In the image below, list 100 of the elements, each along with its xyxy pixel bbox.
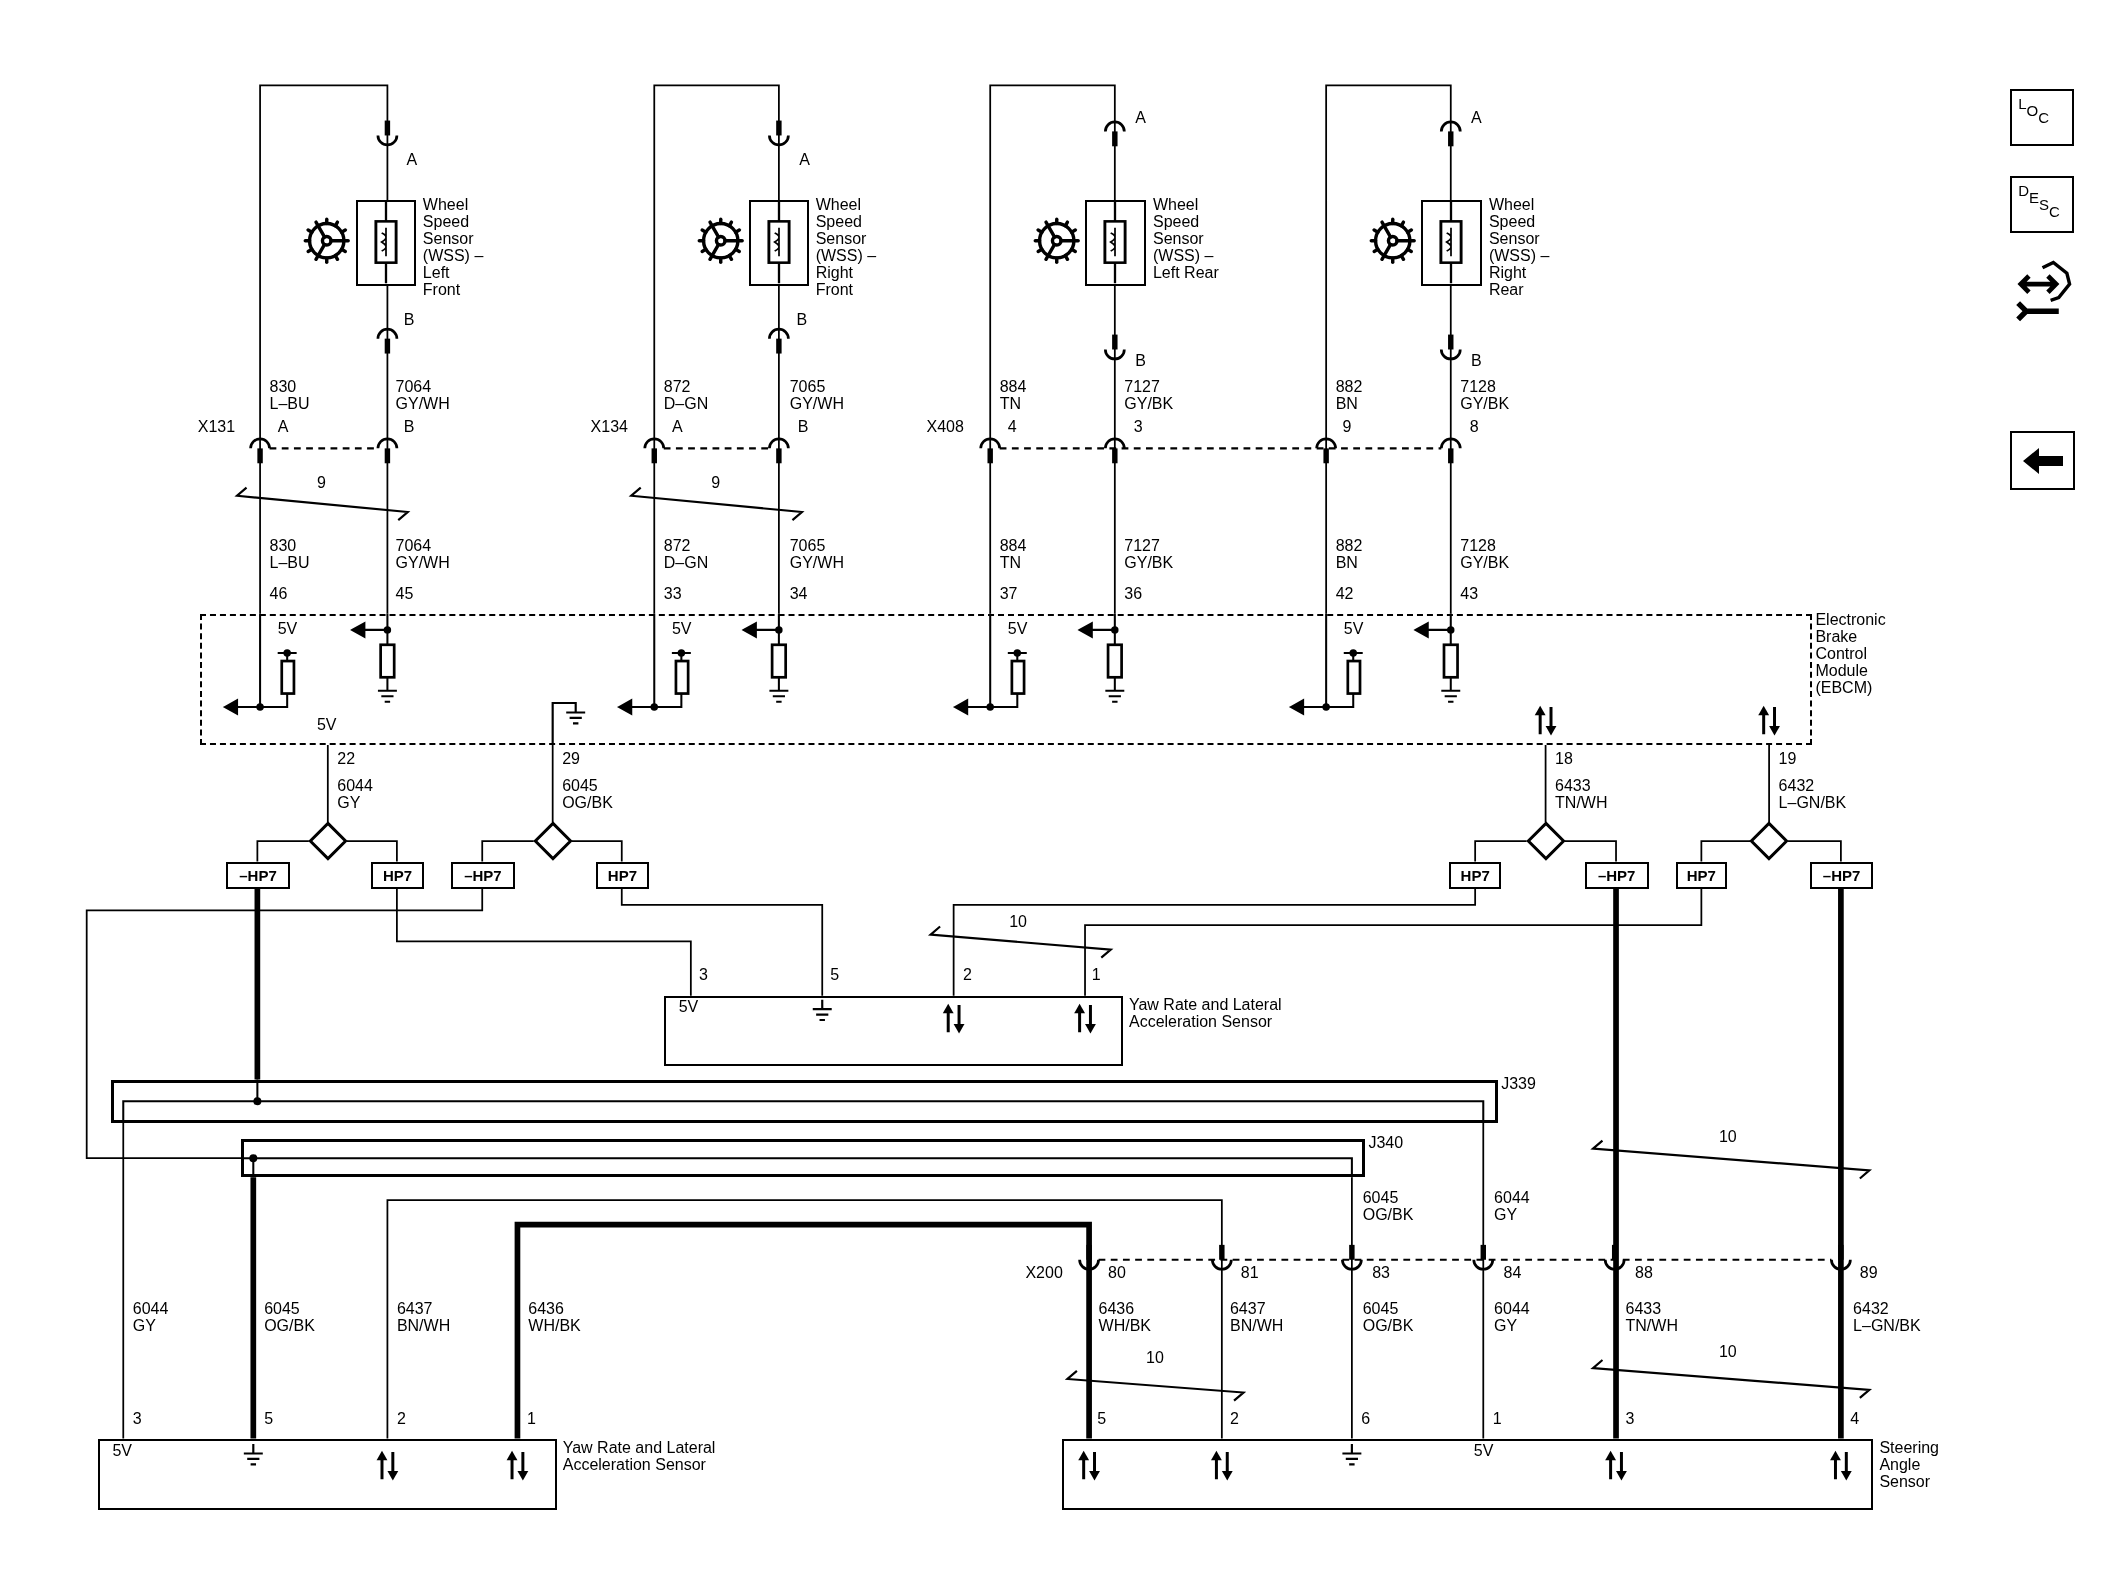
wire-label: 6044 GY — [337, 777, 373, 812]
splice-tag: HP7 — [371, 861, 424, 889]
wire-label: 6432 L–GN/BK — [1853, 1300, 1921, 1335]
wire-label: 884 TN — [999, 537, 1027, 572]
pin-label: 5V — [671, 620, 692, 638]
wire — [620, 887, 824, 997]
pin-label: 1 — [526, 1409, 536, 1427]
pin-label: 80 — [1108, 1263, 1126, 1281]
splice-tag: HP7 — [1449, 861, 1501, 889]
wire-label: 884 TN — [999, 377, 1027, 412]
pin-label: 9 — [1342, 418, 1352, 436]
splice-tag: –HP7 — [1584, 861, 1649, 889]
pin-label: 83 — [1372, 1263, 1390, 1281]
wire-label: 882 BN — [1335, 377, 1363, 412]
pin-label: 4 — [1850, 1409, 1860, 1427]
sensor-label: Wheel Speed Sensor (WSS) – Left Front — [422, 196, 485, 299]
splice-tag: –HP7 — [451, 861, 515, 889]
wire-label: 7064 GY/WH — [395, 537, 450, 572]
pin-label: 81 — [1240, 1263, 1259, 1281]
wire-label: 6045 OG/BK — [1362, 1189, 1414, 1224]
splice-tag: HP7 — [596, 861, 649, 889]
wire — [1700, 840, 1751, 863]
wire-label: 6437 BN/WH — [1229, 1300, 1284, 1335]
pin-label: 22 — [337, 750, 356, 768]
wire — [345, 840, 398, 863]
wire-label: 7065 GY/WH — [789, 377, 844, 412]
pin-label: B — [1135, 351, 1146, 369]
wire — [326, 744, 329, 824]
wire — [396, 887, 692, 997]
pin-label: 88 — [1635, 1263, 1653, 1281]
wire — [653, 84, 780, 615]
pin-label: 10 — [1009, 912, 1027, 930]
pin-label: 9 — [711, 473, 721, 491]
wire — [122, 1122, 125, 1440]
wire — [386, 284, 389, 615]
sensor-label: Steering Angle Sensor — [1879, 1438, 1939, 1490]
pin-label: 2 — [396, 1409, 406, 1427]
pin-label: X131 — [197, 418, 236, 436]
pin-label: 42 — [1335, 584, 1354, 602]
pin-label: 5V — [316, 716, 337, 734]
loc-button: LOC — [2010, 89, 2074, 147]
wire-label: 6044 GY — [1494, 1189, 1530, 1224]
pin-label: 10 — [1146, 1348, 1164, 1366]
wire — [250, 1177, 257, 1439]
pin-label: 5V — [678, 998, 699, 1016]
pin-label: 43 — [1460, 584, 1479, 602]
pin-label: B — [796, 311, 808, 329]
pin-label: 1 — [1492, 1409, 1502, 1427]
wire — [551, 744, 554, 824]
pin-label: 34 — [789, 584, 808, 602]
pin-label: 33 — [663, 584, 682, 602]
wire — [952, 887, 1477, 997]
wire — [1544, 744, 1547, 824]
wire-label: 6045 OG/BK — [562, 777, 613, 812]
sensor-label: Wheel Speed Sensor (WSS) – Right Front — [815, 196, 878, 299]
pin-label: 3 — [1625, 1409, 1635, 1427]
harness-label: J339 — [1501, 1074, 1536, 1092]
pin-label: 2 — [963, 965, 972, 983]
wire-label: 872 D–GN — [663, 537, 709, 572]
sensor-label: Wheel Speed Sensor (WSS) – Left Rear — [1152, 196, 1219, 282]
wire-label: 882 BN — [1335, 537, 1363, 572]
pin-label: A — [277, 418, 289, 436]
sensor-label: Yaw Rate and Lateral Acceleration Sensor — [1128, 995, 1283, 1030]
wire — [570, 840, 623, 863]
pin-label: 45 — [395, 584, 414, 602]
pin-label: 5V — [1473, 1442, 1494, 1460]
pin-label: B — [403, 311, 415, 329]
pin-label: 5 — [264, 1409, 274, 1427]
pin-label: 19 — [1778, 750, 1797, 768]
wire — [254, 888, 261, 1080]
wire — [1113, 284, 1116, 615]
wire — [256, 840, 310, 863]
wire — [1838, 888, 1844, 1439]
pin-label: 6 — [1361, 1409, 1371, 1427]
pin-label: 89 — [1859, 1263, 1878, 1281]
wire-label: 7128 GY/BK — [1460, 377, 1510, 412]
wire-label: 7064 GY/WH — [395, 377, 450, 412]
pin-label: 3 — [1133, 418, 1143, 436]
pin-label: X134 — [590, 418, 628, 436]
module-label: Electronic Brake Control Module (EBCM) — [1815, 610, 1886, 696]
pin-label: 84 — [1503, 1263, 1522, 1281]
pin-label: 4 — [1007, 418, 1017, 436]
wire-label: 7065 GY/WH — [789, 537, 844, 572]
wire — [481, 840, 535, 863]
wire — [778, 284, 780, 615]
wire-label: 7128 GY/BK — [1460, 537, 1510, 572]
wire — [1351, 1176, 1353, 1440]
pin-label: 1 — [1091, 965, 1101, 983]
pin-label: 10 — [1718, 1343, 1737, 1361]
pin-label: X200 — [1025, 1263, 1063, 1281]
wire-label: 6044 GY — [132, 1300, 169, 1335]
wire-label: 6045 OG/BK — [1362, 1300, 1414, 1335]
wire — [1613, 888, 1619, 1439]
wire — [1563, 840, 1617, 863]
pin-label: 5 — [830, 965, 840, 983]
wire — [989, 84, 1116, 615]
pin-label: 5V — [112, 1442, 132, 1460]
wire-label: 872 D–GN — [663, 377, 709, 412]
wire-label: 7127 GY/BK — [1124, 537, 1174, 572]
wire — [1768, 744, 1770, 824]
